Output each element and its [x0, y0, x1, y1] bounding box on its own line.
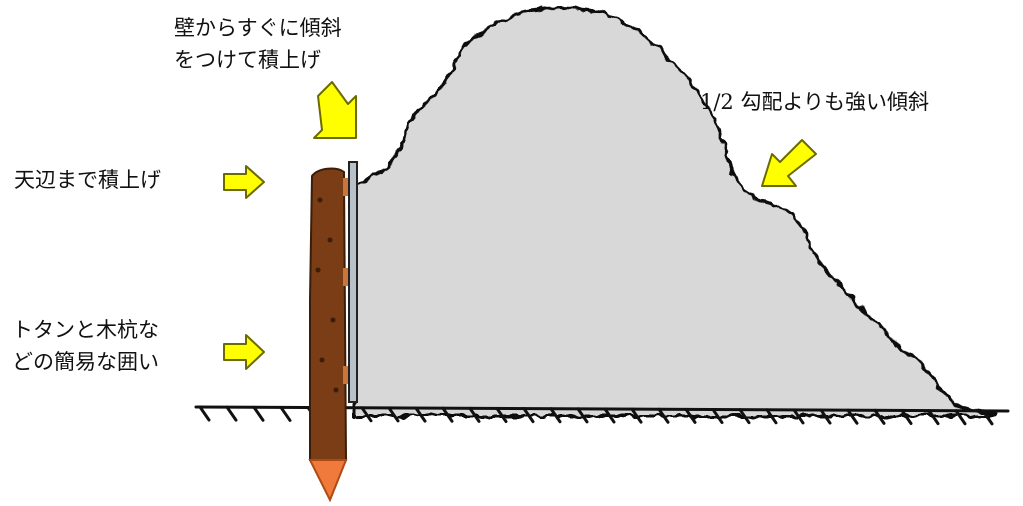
- label-enclosure-line2: どの簡易な囲い: [12, 350, 159, 374]
- ground-hatch: [954, 409, 967, 426]
- ground-hatch: [360, 406, 373, 423]
- ground-hatch: [819, 408, 832, 425]
- brackets: [343, 178, 352, 384]
- label-wall-slope-line2: をつけて積上げ: [174, 48, 321, 72]
- ground-hatch: [387, 406, 400, 423]
- ground-hatch: [549, 407, 562, 424]
- arrows: [223, 81, 817, 370]
- ground-hatch: [738, 408, 751, 425]
- ground-hatch: [927, 409, 940, 426]
- ground-hatch: [441, 406, 454, 423]
- ground-hatch: [711, 408, 724, 425]
- ground-hatch: [576, 407, 589, 424]
- ground-hatch: [846, 408, 859, 425]
- post-tip: [308, 459, 348, 503]
- ground-hatch: [495, 406, 508, 423]
- bracket: [343, 268, 352, 286]
- ground-hatch: [252, 405, 265, 422]
- ground-hatch: [981, 409, 994, 426]
- bracket: [343, 178, 352, 196]
- ground-hatch: [279, 405, 292, 422]
- label-enclosure-line1: トタンと木杭な: [12, 318, 159, 342]
- ground-hatch: [198, 405, 211, 422]
- arrow-down-left-icon: [761, 139, 817, 187]
- ground-hatch: [630, 407, 643, 424]
- ground-hatch: [765, 408, 778, 425]
- arrow-right-icon: [223, 165, 265, 199]
- label-stack-to-top: 天辺まで積上げ: [14, 168, 161, 192]
- label-slope-ratio: 1/2 勾配よりも強い傾斜: [700, 90, 930, 114]
- tin-sheet: [348, 161, 358, 403]
- ground-hatch: [225, 405, 238, 422]
- ground-hatch: [657, 407, 670, 424]
- ground-hatch: [684, 407, 697, 424]
- ground-hatch: [522, 407, 535, 424]
- ground-hatch: [873, 408, 886, 425]
- ground-hatch: [468, 406, 481, 423]
- ground-hatch: [792, 408, 805, 425]
- ground-hatch: [414, 406, 427, 423]
- label-wall-slope-line1: 壁からすぐに傾斜: [174, 16, 342, 40]
- arrow-down-right-icon: [313, 81, 357, 139]
- ground-hatch: [603, 407, 616, 424]
- ground-hatch: [900, 408, 913, 425]
- arrow-right-icon: [223, 334, 265, 370]
- compost-pile: [352, 6, 998, 418]
- wooden-post: [308, 167, 348, 503]
- bracket: [343, 366, 352, 384]
